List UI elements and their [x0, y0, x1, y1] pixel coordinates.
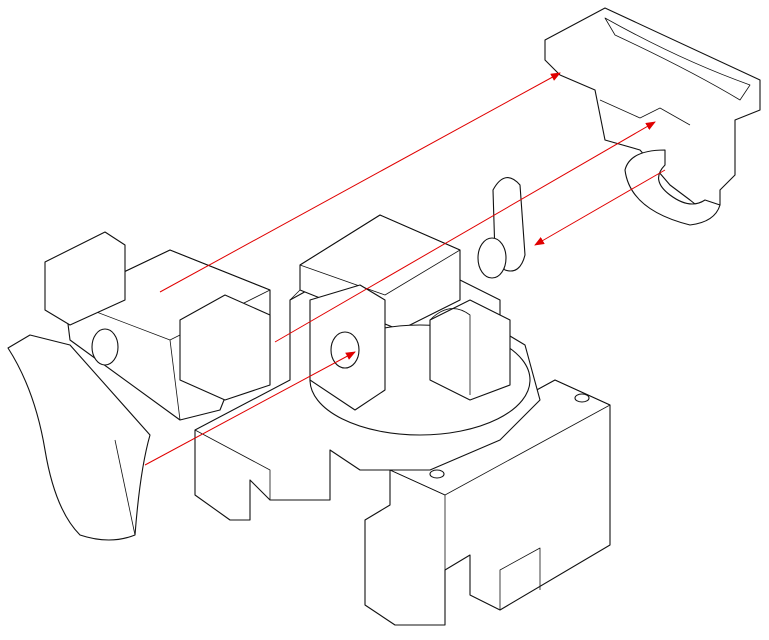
- base-mount: [364, 379, 611, 626]
- arrow-1: [159, 72, 561, 293]
- top-right-clip-part: [544, 7, 761, 226]
- arrow-3: [144, 351, 356, 466]
- arrow-4: [534, 169, 666, 246]
- trigger-part: [7, 231, 271, 541]
- arrow-2: [274, 121, 656, 343]
- center-housing: [194, 177, 541, 521]
